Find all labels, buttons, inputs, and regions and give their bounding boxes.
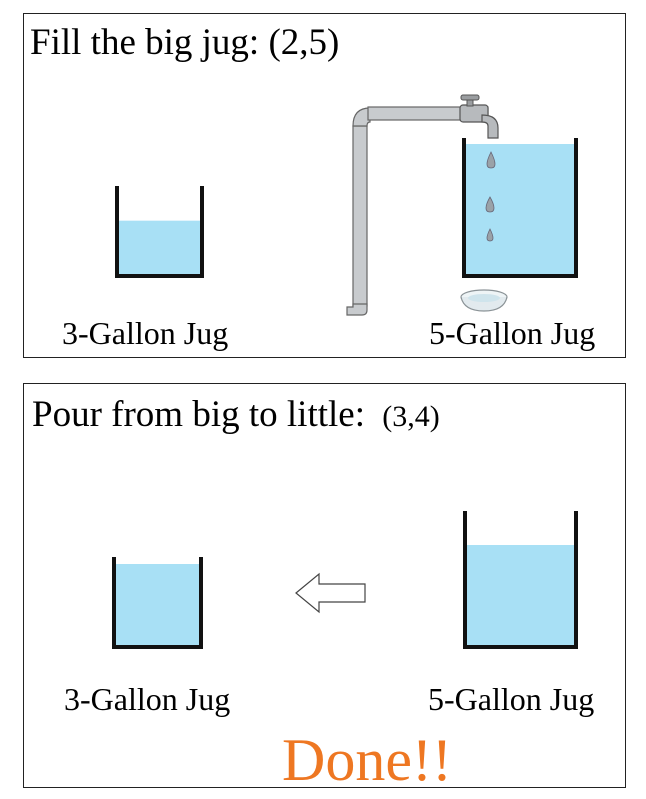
pour-scene xyxy=(112,511,578,649)
left-arrow-icon xyxy=(295,572,366,614)
panel-pour-big-to-little: Pour from big to little: (3,4) 3-Gallon … xyxy=(23,383,626,793)
small-jug-water xyxy=(119,220,200,274)
small-jug-label: 3-Gallon Jug xyxy=(64,681,231,717)
step-title: Fill the big jug: xyxy=(30,22,260,63)
water-drop-icon xyxy=(485,151,496,242)
small-jug xyxy=(115,186,204,278)
small-jug-outline xyxy=(112,557,203,649)
done-status: Done!! xyxy=(282,727,452,793)
small-jug xyxy=(112,557,203,649)
step-title: Pour from big to little: xyxy=(32,394,365,435)
big-jug-outline xyxy=(463,511,578,649)
big-jug xyxy=(462,138,578,278)
state-label: (2,5) xyxy=(268,22,340,63)
faucet-icon xyxy=(346,94,499,316)
panel-title: Fill the big jug: (2,5) xyxy=(30,24,339,61)
big-jug-label: 5-Gallon Jug xyxy=(428,681,595,717)
bowl-icon xyxy=(460,289,508,312)
panel-fill-big-jug: Fill the big jug: (2,5) xyxy=(23,13,626,358)
fill-scene xyxy=(115,94,578,316)
big-jug xyxy=(463,511,578,649)
state-label: (3,4) xyxy=(382,400,440,433)
small-jug-water xyxy=(116,564,199,645)
panel-title: Pour from big to little: (3,4) xyxy=(32,396,440,433)
big-jug-outline xyxy=(462,138,578,278)
small-jug-outline xyxy=(115,186,204,278)
big-jug-water xyxy=(467,545,574,645)
big-jug-label: 5-Gallon Jug xyxy=(429,315,596,351)
big-jug-water xyxy=(466,144,574,274)
small-jug-label: 3-Gallon Jug xyxy=(62,315,229,351)
